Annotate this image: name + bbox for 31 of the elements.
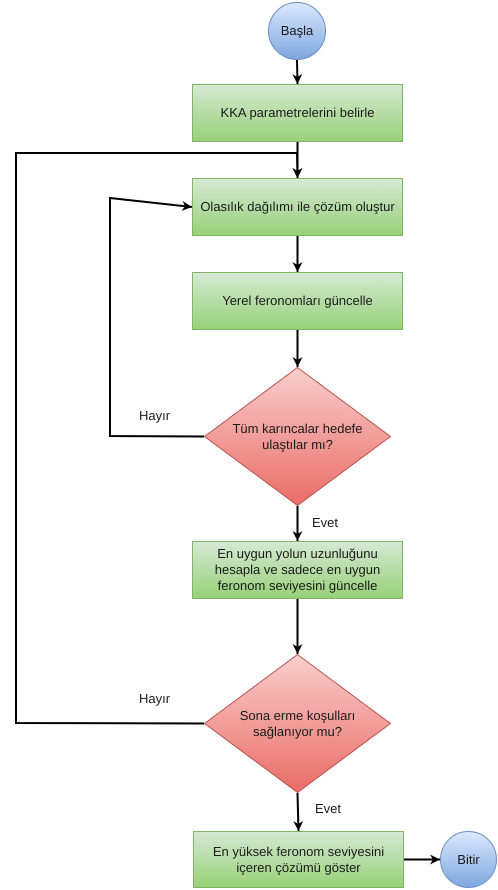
process-box: [192, 541, 403, 599]
edge-label: Hayır: [137, 408, 172, 423]
arrow: [404, 854, 440, 864]
node-text: Bitir: [456, 852, 481, 868]
process-box: [192, 178, 403, 236]
arrow: [292, 330, 302, 367]
arrow: [109, 196, 204, 438]
node-text: En yüksek feronom seviyesini içeren çözümü göster: [212, 844, 386, 876]
arrow: [292, 599, 302, 654]
node-text: Olasılık dağılımı ile çözüm oluştur: [199, 199, 396, 215]
terminal-circle: [268, 2, 326, 60]
edge-label: Evet: [310, 515, 340, 530]
process-box: [193, 831, 404, 888]
process-box: [192, 84, 403, 142]
arrow: [15, 152, 302, 724]
node-text: Başla: [280, 23, 314, 39]
edge-label: Evet: [313, 801, 344, 816]
node-text: En uygun yolun uzunluğunu hesapla ve sadece en uygun feronom seviyesini güncelle: [214, 546, 382, 594]
node-text: Sona erme koşulları sağlanıyor mu?: [238, 708, 356, 740]
arrow: [292, 236, 302, 272]
process-box: [192, 272, 403, 330]
decision-diamond: [204, 367, 391, 506]
edge-label: Hayır: [137, 691, 172, 706]
arrow: [292, 60, 302, 84]
decision-diamond: [204, 654, 391, 793]
arrow: [293, 792, 304, 832]
node-text: Yerel feronomları güncelle: [221, 293, 374, 309]
node-text: KKA parametrelerini belirle: [220, 105, 376, 121]
arrow: [292, 506, 302, 541]
node-text: Tüm karıncalar hedefe ulaştılar mı?: [231, 420, 364, 452]
terminal-circle: [440, 831, 497, 888]
